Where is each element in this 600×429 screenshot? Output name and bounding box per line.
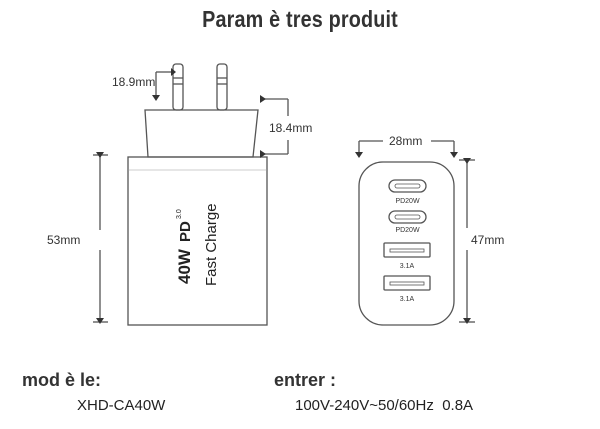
usb-c-port-1 [388,179,427,193]
port-label-3: 3.1A [400,263,415,270]
usb-a-port-2 [383,275,431,291]
width-label: 28mm [389,134,423,148]
power-rating: 40W [175,248,194,284]
pd-logo: PD [177,221,194,242]
charger-body [127,156,268,326]
fast-charge-label: Fast Charge [203,203,220,286]
model-value: XHD-CA40W [77,397,166,414]
model-label: mod è le: [22,370,102,390]
page-title: Param è tres produit [202,6,398,32]
height-label: 53mm [47,233,81,247]
charger-front-body [358,161,455,326]
port-label-2: PD20W [395,227,420,234]
port-label-4: 3.1A [400,296,415,303]
pin-width-label: 18.9mm [112,75,156,89]
input-value: 100V-240V~50/60Hz 0.8A [295,397,474,414]
plug-base [144,109,259,158]
pd-version: 3.0 [176,209,183,219]
plug-pins [172,63,228,111]
usb-a-port-1 [383,242,431,258]
pin-length-label: 18.4mm [269,121,313,135]
usb-c-port-2 [388,210,427,224]
depth-label: 47mm [471,233,505,247]
input-label: entrer : [274,370,337,390]
port-label-1: PD20W [395,198,420,205]
